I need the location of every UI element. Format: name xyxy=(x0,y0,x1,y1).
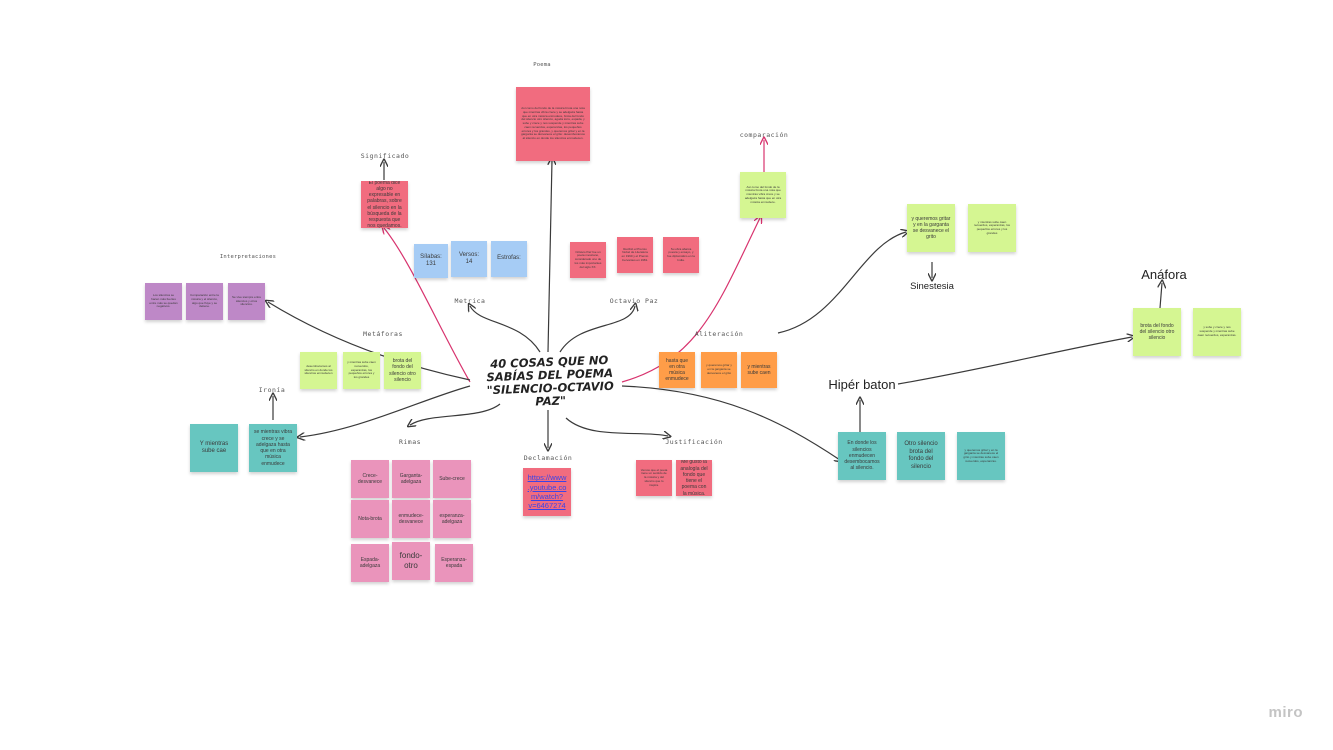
label-hiperbaton[interactable]: Hipér baton xyxy=(828,377,896,392)
sticky-note-interpretacion-1[interactable]: Los silencios se hacen más fuertes entre… xyxy=(145,283,182,320)
connector-octavio-paz xyxy=(559,306,635,353)
sticky-note-rima-8[interactable]: fondo-otro xyxy=(392,542,430,580)
sticky-note-interpretacion-3[interactable]: Se vive siempre entre silencios y otros … xyxy=(228,283,265,320)
connector-justificacion xyxy=(565,417,668,436)
sticky-note-comparacion[interactable]: Así como del fondo de la música brota un… xyxy=(740,172,786,218)
label-comparacion[interactable]: comparación xyxy=(739,131,789,139)
connector-poema xyxy=(547,160,552,353)
sticky-note-octavio-paz-1[interactable]: Octavio Paz fue un poeta mexicano, consi… xyxy=(570,242,606,278)
sticky-note-versos[interactable]: Versos: 14 xyxy=(451,241,487,277)
sticky-note-rima-1[interactable]: Crece-desvanece xyxy=(351,460,389,498)
sticky-note-rima-4[interactable]: Nota-brota xyxy=(351,500,389,538)
sticky-note-rima-9[interactable]: Esperanza-espada xyxy=(435,544,473,582)
label-rimas[interactable]: Rimas xyxy=(398,438,422,446)
connector-metrica xyxy=(470,306,541,353)
miro-logo: miro xyxy=(1268,704,1303,721)
sticky-note-sinestesia-2[interactable]: y mientras sube caen recuerdos, esperanz… xyxy=(968,204,1016,252)
sticky-note-rima-3[interactable]: Sube-crece xyxy=(433,460,471,498)
sticky-note-ironia-1[interactable]: Y mientras sube cae xyxy=(190,424,238,472)
connector-hiperbaton xyxy=(621,385,840,460)
sticky-note-anafora-2[interactable]: y sube y crece y nos suspende y mientras… xyxy=(1193,308,1241,356)
sticky-note-ironia-2[interactable]: se mientras vibra crece y se adelgaza ha… xyxy=(249,424,297,472)
label-interpretaciones[interactable]: Interpretaciones xyxy=(219,254,277,260)
sticky-note-sinestesia-1[interactable]: y queremos gritar y en la garganta se de… xyxy=(907,204,955,252)
label-octavio-paz[interactable]: Octavio Paz xyxy=(609,297,659,305)
sticky-note-rima-7[interactable]: Espada-adelgaza xyxy=(351,544,389,582)
label-significado[interactable]: Significado xyxy=(360,152,410,160)
central-topic[interactable]: 40 COSAS QUE NO SABÍAS DEL POEMA "SILENC… xyxy=(486,352,614,409)
connector-anafora-up xyxy=(1160,283,1162,309)
connector-anafora xyxy=(897,337,1132,385)
label-ironia[interactable]: Ironía xyxy=(258,386,286,394)
label-anafora[interactable]: Anáfora xyxy=(1141,267,1187,282)
label-sinestesia[interactable]: Sinestesia xyxy=(910,281,954,292)
declamacion-link[interactable]: https://www.youtube.com/watch?v=6467274 xyxy=(527,473,567,511)
label-justificacion[interactable]: Justificación xyxy=(665,438,723,446)
sticky-note-interpretacion-2[interactable]: Comparación entre la música y el silenci… xyxy=(186,283,223,320)
connector-sinestesia xyxy=(777,232,906,334)
sticky-note-aliteracion-1[interactable]: hasta que en otra música enmudece xyxy=(659,352,695,388)
sticky-note-estrofas[interactable]: Estrofas: xyxy=(491,241,527,277)
sticky-note-significado[interactable]: El poema dice algo no expresable en pala… xyxy=(361,181,408,228)
sticky-note-octavio-paz-2[interactable]: Recibió el Premio Nobel de Literatura en… xyxy=(617,237,653,273)
label-poema[interactable]: Poema xyxy=(533,62,551,68)
connector-ironia xyxy=(300,385,471,437)
sticky-note-hiperbaton-1[interactable]: En donde los silencios enmudecen desembo… xyxy=(838,432,886,480)
label-metaforas[interactable]: Metáforas xyxy=(363,330,403,338)
sticky-note-silabas[interactable]: Sílabas: 131 xyxy=(414,244,448,278)
sticky-note-rima-5[interactable]: enmudece-desvanece xyxy=(392,500,430,538)
sticky-note-poema[interactable]: Así como del fondo de la música brota un… xyxy=(516,87,590,161)
sticky-note-hiperbaton-3[interactable]: y queremos gritar y en la garganta se de… xyxy=(957,432,1005,480)
label-aliteracion[interactable]: Aliteración xyxy=(694,330,744,338)
sticky-note-octavio-paz-3[interactable]: Su obra abarca poesía y ensayo, y fue di… xyxy=(663,237,699,273)
sticky-note-aliteracion-2[interactable]: y queremos gritar y en la garganta se de… xyxy=(701,352,737,388)
sticky-note-rima-6[interactable]: esperanza-adelgaza xyxy=(433,500,471,538)
sticky-note-rima-2[interactable]: Garganta-adelgaza xyxy=(392,460,430,498)
sticky-note-justificacion-1[interactable]: Vemos que el poeta tiene un sentido de l… xyxy=(636,460,672,496)
sticky-note-anafora-1[interactable]: brota del fondo del silencio otro silenc… xyxy=(1133,308,1181,356)
sticky-note-metafora-2[interactable]: y mientras sube caen recuerdos, esperanz… xyxy=(343,352,380,389)
sticky-note-aliteracion-3[interactable]: y mientras sube caen xyxy=(741,352,777,388)
sticky-note-justificacion-2[interactable]: Me gustó la analogía del fondo que tiene… xyxy=(676,460,712,496)
sticky-note-metafora-1[interactable]: desembocamos al silencio en donde los si… xyxy=(300,352,337,389)
sticky-note-declamacion[interactable]: https://www.youtube.com/watch?v=6467274 xyxy=(523,468,571,516)
sticky-note-hiperbaton-2[interactable]: Otro silencio brota del fondo del silenc… xyxy=(897,432,945,480)
label-declamacion[interactable]: Declamación xyxy=(523,454,573,462)
sticky-note-metafora-3[interactable]: brota del fondo del silencio otro silenc… xyxy=(384,352,421,389)
label-metrica[interactable]: Metrica xyxy=(454,297,486,305)
